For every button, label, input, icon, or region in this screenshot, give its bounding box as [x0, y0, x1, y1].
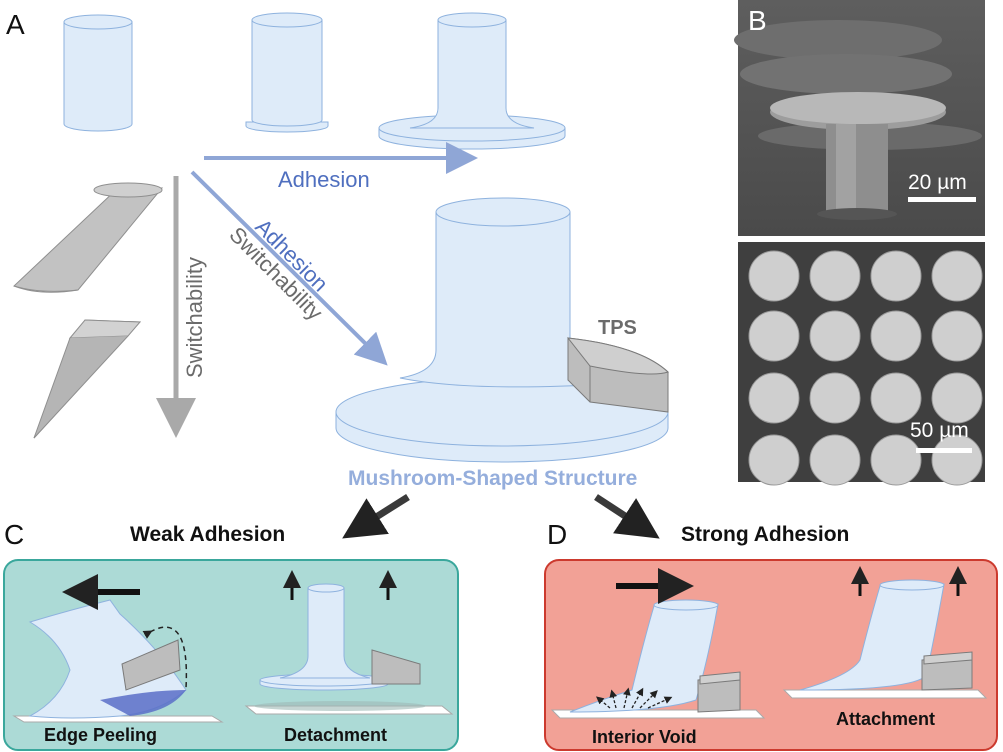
scale-bar-20: 20 µm [908, 171, 967, 194]
sem-pillar-2-0 [748, 372, 800, 424]
detachment-label: Detachment [284, 725, 387, 745]
panel-label-c: C [4, 519, 24, 550]
edge-peeling-label: Edge Peeling [44, 725, 157, 745]
sem-pillar-0-0 [748, 250, 800, 302]
tps-label: TPS [598, 317, 637, 339]
vertical-switchability-label: Switchability [182, 257, 207, 378]
attached-pillar [799, 579, 973, 691]
tilted-tps-pillar [13, 182, 164, 293]
panel-a: Adhesion Switchability Adhesion Switchab… [13, 12, 669, 490]
sem-pillar-0-2 [870, 250, 922, 302]
void-pillar [569, 599, 741, 713]
structure-label: Mushroom-Shaped Structure [348, 467, 637, 490]
sem-pillar-3-1 [809, 434, 861, 486]
sem-pillar-0-3 [931, 250, 983, 302]
sem-pillar-0-1 [809, 250, 861, 302]
tilted-wedge-pillar [33, 319, 142, 439]
plain-pillar [63, 14, 133, 132]
sem-pillar-2-3 [931, 372, 983, 424]
peeling-pillar [28, 599, 187, 719]
panel-label-b: B [748, 5, 767, 36]
panel-label-d: D [547, 519, 567, 550]
panel-d: Interior Void Attachment [544, 559, 998, 751]
sem-pillar-3-0 [748, 434, 800, 486]
mushroom-structure [335, 197, 669, 463]
sem-image-top [738, 242, 985, 486]
sem-pillar-2-2 [870, 372, 922, 424]
sem-pillar-3-3 [931, 434, 983, 486]
sem-pillar-1-0 [748, 310, 800, 362]
arrow-to-strong [594, 494, 660, 539]
interior-void-label: Interior Void [592, 727, 697, 747]
small-mushroom-pillar [378, 12, 566, 150]
detached-pillar [259, 583, 421, 691]
strong-adhesion-title: Strong Adhesion [681, 523, 849, 546]
scale-bar-50: 50 µm [910, 419, 969, 442]
panel-label-a: A [6, 9, 25, 40]
panel-c: Edge Peeling Detachment [3, 559, 459, 751]
attachment-label: Attachment [836, 709, 935, 729]
sem-pillar-1-2 [870, 310, 922, 362]
flanged-pillar [245, 12, 329, 133]
sem-pillar-2-1 [809, 372, 861, 424]
arrow-to-weak [342, 494, 410, 539]
panel-b: 20 µm 50 µm [734, 0, 985, 486]
sem-pillar-1-1 [809, 310, 861, 362]
sem-pillar-1-3 [931, 310, 983, 362]
tps-wedge [566, 337, 669, 413]
void-force-arrows [596, 687, 673, 709]
sem-pillar-3-2 [870, 434, 922, 486]
diagonal-arrow [190, 170, 388, 366]
adhesion-label-top: Adhesion [278, 167, 370, 192]
sem-image-side [734, 0, 985, 236]
weak-adhesion-title: Weak Adhesion [130, 523, 285, 546]
